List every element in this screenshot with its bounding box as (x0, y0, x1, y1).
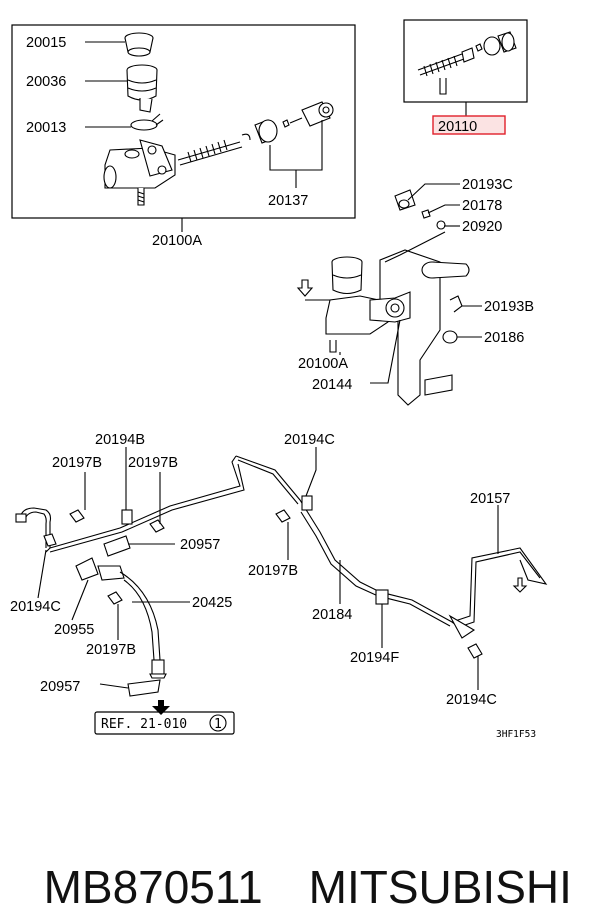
master-cylinder-box (11, 24, 356, 219)
label-20193C: 20193C (462, 177, 513, 193)
label-20197B-a: 20197B (52, 455, 102, 471)
label-20193B: 20193B (484, 299, 534, 315)
label-20015: 20015 (26, 35, 66, 51)
repair-kit (417, 31, 517, 95)
label-20955: 20955 (54, 622, 94, 638)
label-20920: 20920 (462, 219, 502, 235)
brand-name: MITSUBISHI (308, 861, 572, 913)
label-20194C-left: 20194C (10, 599, 61, 615)
label-20194C-top: 20194C (284, 432, 335, 448)
pedal-assembly (325, 189, 470, 406)
boot-set (254, 101, 334, 144)
reference-text: REF. 21-010 (101, 717, 187, 732)
parts-diagram: 20015 20036 20013 20137 20100A 20110 (10, 19, 548, 740)
label-20110: 20110 (438, 119, 477, 135)
label-20957-a: 20957 (180, 537, 220, 553)
label-20957-b: 20957 (40, 679, 80, 695)
label-20036: 20036 (26, 74, 66, 90)
label-20197B-d: 20197B (86, 642, 136, 658)
down-arrow-right-icon (512, 577, 528, 593)
reference-box (94, 711, 235, 735)
label-20100A-mid: 20100A (298, 356, 348, 372)
label-20194F: 20194F (350, 650, 399, 666)
reservoir (126, 64, 158, 113)
reservoir-cap (124, 32, 154, 57)
label-20186: 20186 (484, 330, 524, 346)
label-20194B: 20194B (95, 432, 145, 448)
part-number: MB870511 (43, 861, 263, 913)
label-20137: 20137 (268, 193, 308, 209)
label-20013: 20013 (26, 120, 66, 136)
figure-code: 3HF1F53 (496, 729, 536, 740)
label-20194C-right: 20194C (446, 692, 497, 708)
cylinder-body (103, 139, 176, 206)
clamp (130, 113, 164, 131)
footer: MB870511 MITSUBISHI (18, 806, 598, 914)
label-20144: 20144 (312, 377, 352, 393)
label-20184: 20184 (312, 607, 352, 623)
clutch-lines (15, 455, 548, 715)
reference-circle-num: 1 (214, 717, 222, 732)
push-rod (177, 133, 251, 166)
highlight-20110 (432, 115, 506, 135)
label-20157: 20157 (470, 491, 510, 507)
down-arrow-icon (296, 279, 314, 297)
label-20425: 20425 (192, 595, 232, 611)
label-20197B-c: 20197B (248, 563, 298, 579)
label-20178: 20178 (462, 198, 502, 214)
label-20197B-b: 20197B (128, 455, 178, 471)
label-20100A-top: 20100A (152, 233, 202, 249)
down-arrow-ref-icon (152, 700, 170, 715)
reference-circle (209, 714, 227, 732)
